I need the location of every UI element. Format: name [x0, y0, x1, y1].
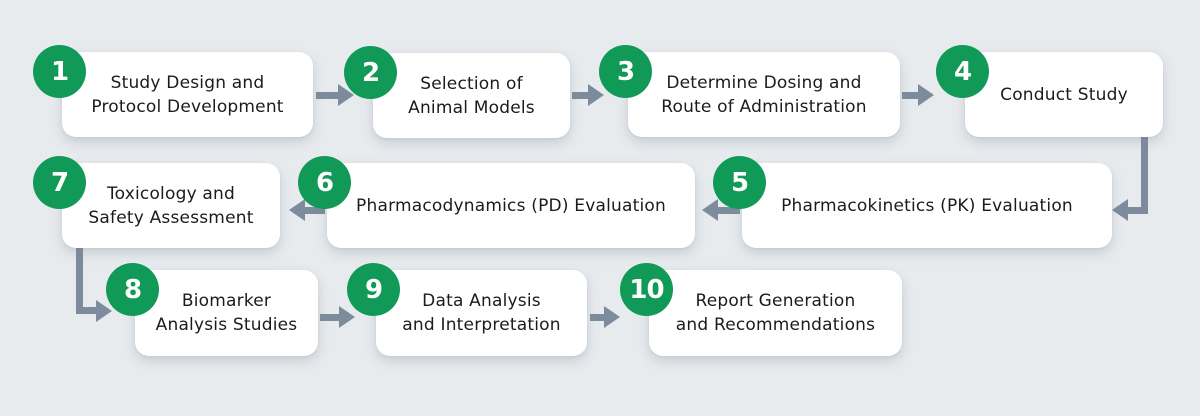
arrow-6-7-head-icon	[289, 199, 305, 221]
step-label: Study Design and Protocol Development	[91, 72, 284, 117]
step-number-badge: 6	[298, 156, 351, 209]
step-label: Conduct Study	[1000, 84, 1128, 105]
step-number-badge: 2	[344, 46, 397, 99]
arrow-9-10-shaft	[590, 314, 604, 321]
step-label: Data Analysis and Interpretation	[402, 291, 561, 335]
arrow-4-5-vertical-segment	[1141, 137, 1148, 214]
step-box-9: 9 Data Analysis and Interpretation	[347, 263, 587, 356]
step-number-badge: 7	[33, 156, 86, 209]
step-box-4: 4 Conduct Study	[936, 45, 1163, 137]
step-number-badge: 8	[106, 263, 159, 316]
step-label: Determine Dosing and Route of Administra…	[661, 72, 867, 117]
arrow-7-8-head-icon	[96, 300, 112, 322]
step-label: Selection of Animal Models	[408, 73, 535, 118]
step-box-1: 1 Study Design and Protocol Development	[33, 45, 313, 137]
step-number-badge: 10	[620, 263, 673, 316]
step-number-badge: 4	[936, 45, 989, 98]
arrow-3-4-shaft	[902, 92, 918, 99]
arrow-7-8-vertical-segment	[76, 248, 83, 314]
step-number-badge: 1	[33, 45, 86, 98]
arrow-5-6-shaft	[718, 207, 740, 214]
step-box-7: 7 Toxicology and Safety Assessment	[33, 156, 280, 248]
step-label: Pharmacokinetics (PK) Evaluation	[781, 195, 1073, 216]
step-box-5: 5 Pharmacokinetics (PK) Evaluation	[713, 156, 1112, 248]
step-label: Report Generation and Recommendations	[675, 291, 876, 335]
step-number-badge: 5	[713, 156, 766, 209]
arrow-9-10-head-icon	[604, 306, 620, 328]
step-label: Biomarker Analysis Studies	[155, 291, 298, 335]
arrow-2-3-head-icon	[588, 84, 604, 106]
arrow-6-7-shaft	[305, 207, 325, 214]
step-number-badge: 9	[347, 263, 400, 316]
arrow-2-3-shaft	[572, 92, 588, 99]
arrow-4-5-head-icon	[1112, 199, 1128, 221]
arrow-4-5-horizontal-segment	[1128, 207, 1148, 214]
arrow-8-9-head-icon	[339, 306, 355, 328]
arrow-1-2-shaft	[316, 92, 338, 99]
arrow-7-8-horizontal-segment	[76, 307, 96, 314]
arrow-5-6-head-icon	[702, 199, 718, 221]
step-box-3: 3 Determine Dosing and Route of Administ…	[599, 45, 900, 137]
step-box-10: 10 Report Generation and Recommendations	[620, 263, 902, 356]
step-label: Pharmacodynamics (PD) Evaluation	[356, 195, 666, 216]
step-box-8: 8 Biomarker Analysis Studies	[106, 263, 318, 356]
step-box-6: 6 Pharmacodynamics (PD) Evaluation	[298, 156, 695, 248]
step-box-2: 2 Selection of Animal Models	[344, 46, 570, 138]
arrow-8-9-shaft	[320, 314, 339, 321]
step-number-badge: 3	[599, 45, 652, 98]
step-label: Toxicology and Safety Assessment	[88, 183, 254, 228]
arrow-3-4-head-icon	[918, 84, 934, 106]
